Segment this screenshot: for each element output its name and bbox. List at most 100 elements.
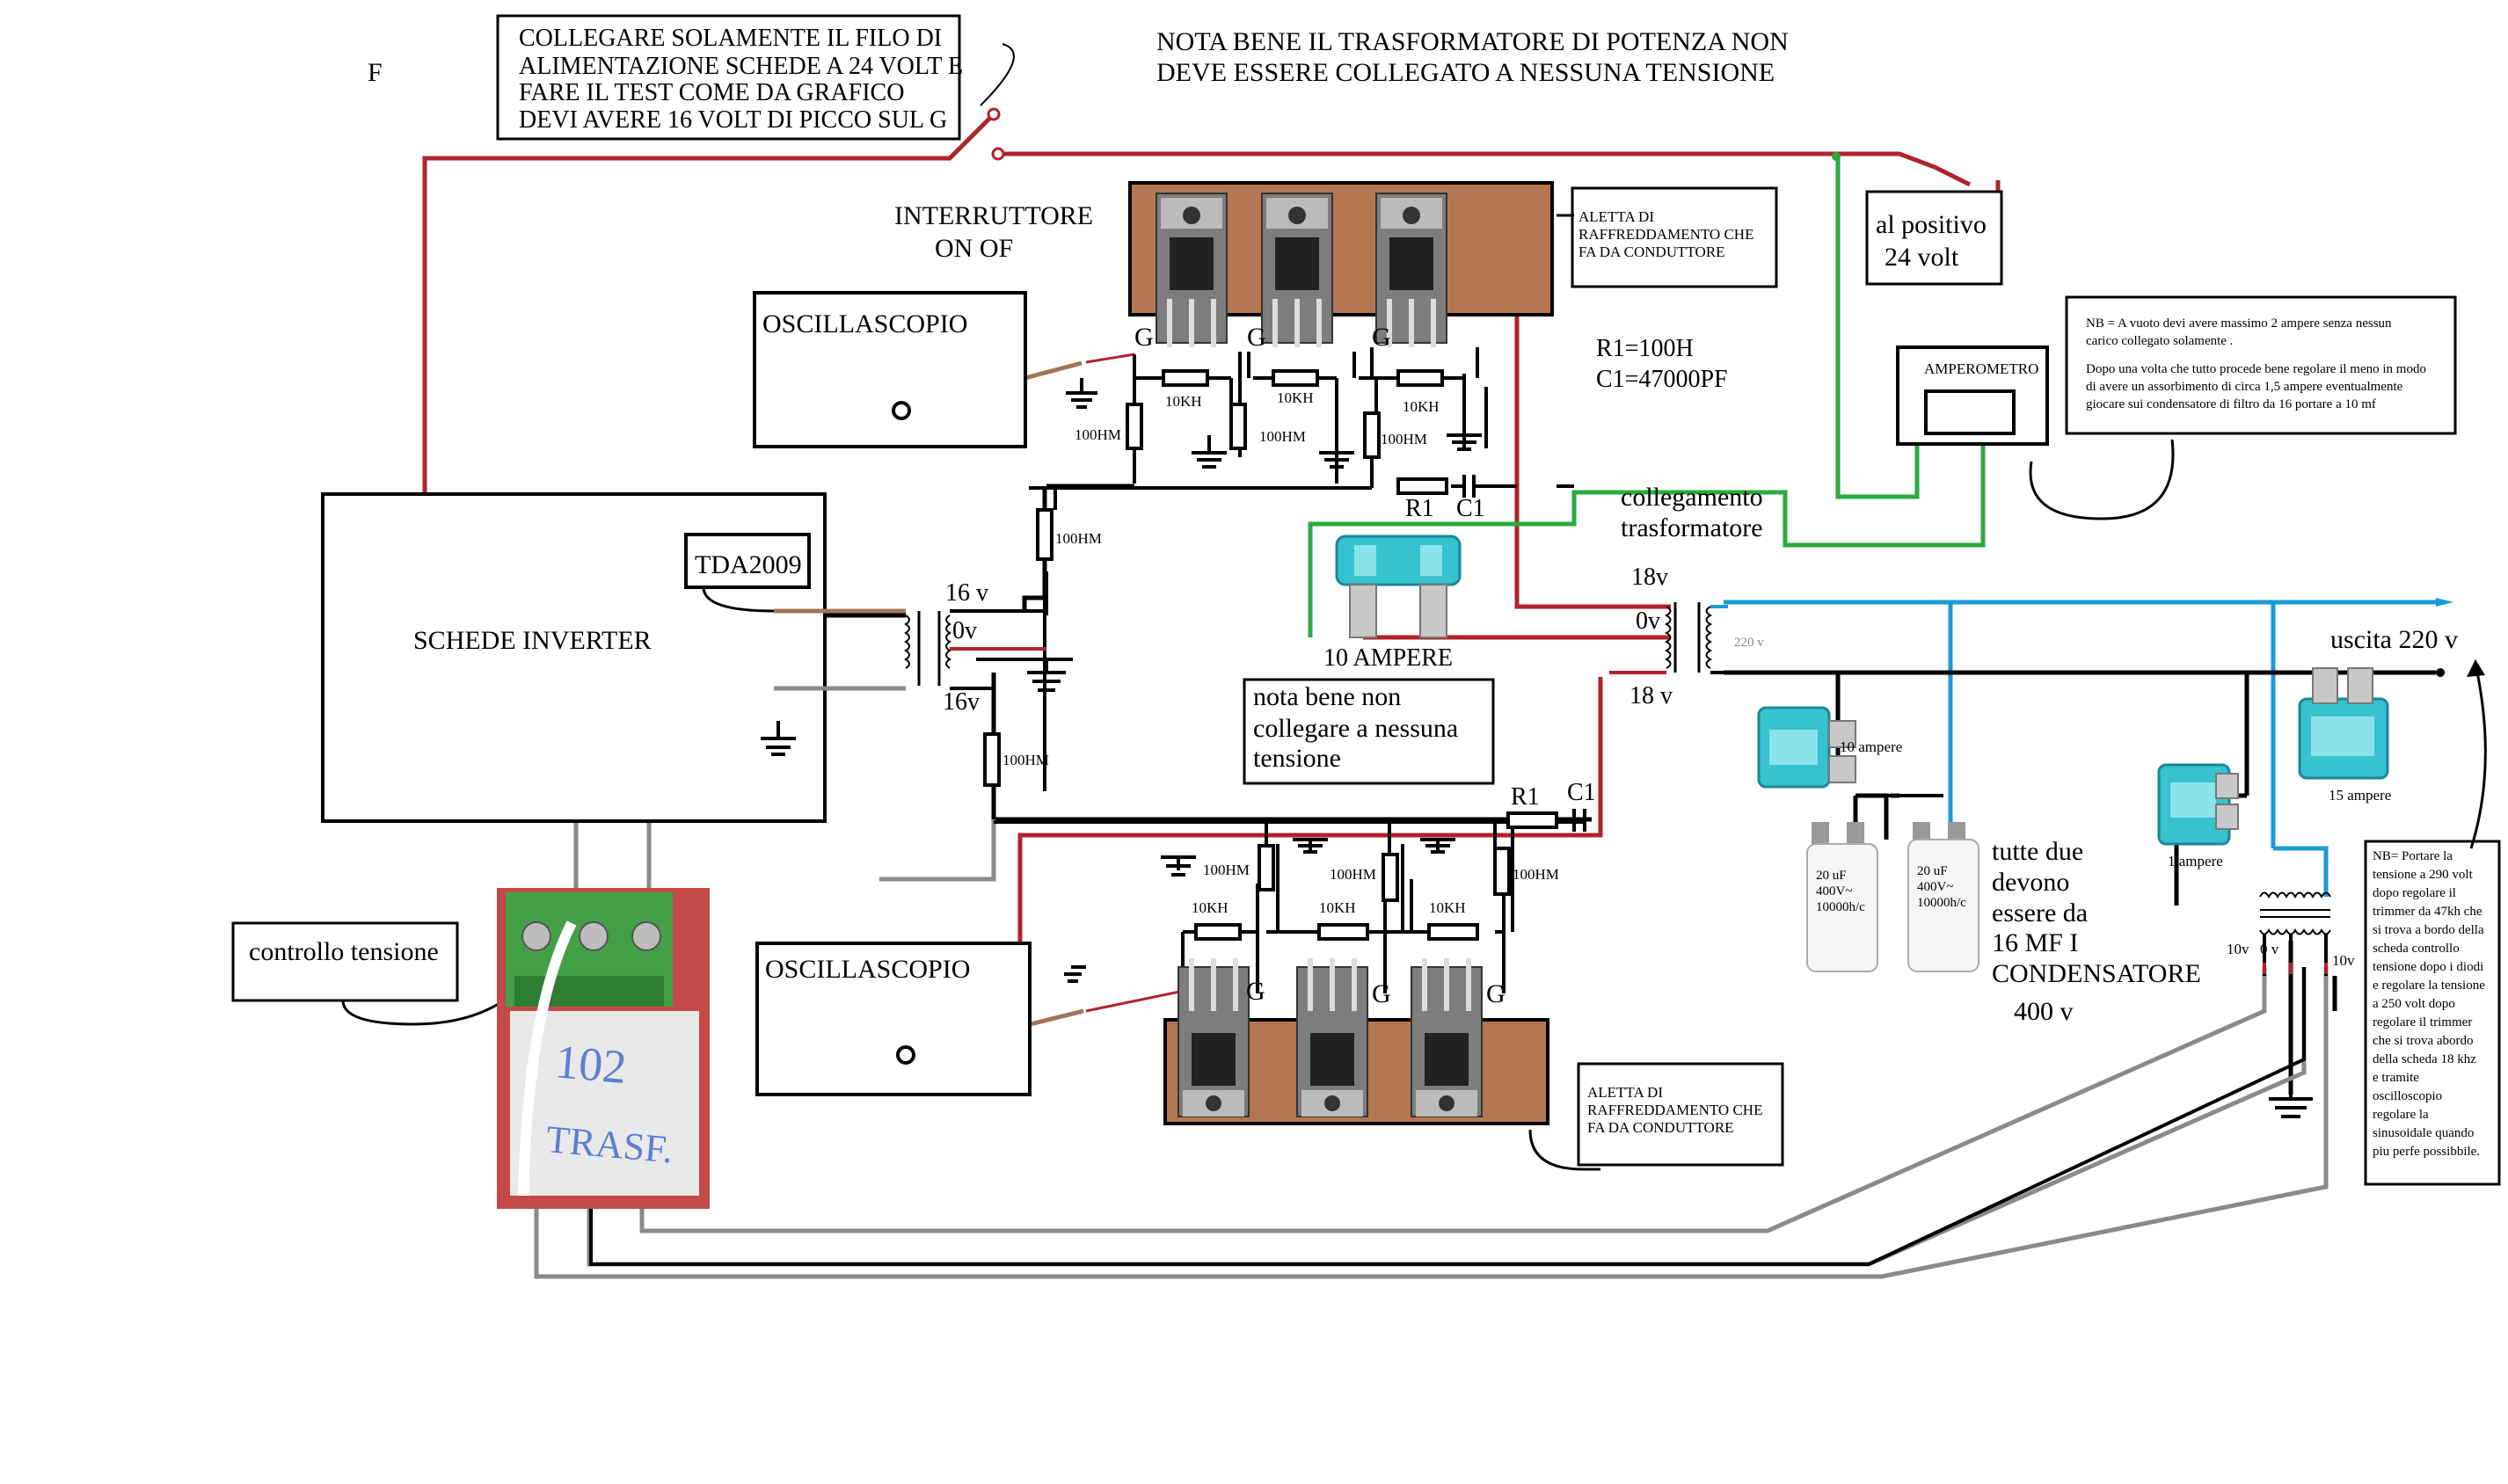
heatsink-note-bottom-1: ALETTA DI <box>1587 1084 1663 1101</box>
nb-note-pointer <box>2029 439 2175 520</box>
no-voltage-note-2: collegare a nessuna <box>1253 714 1458 743</box>
switch-label-2: ON OF <box>935 234 1013 263</box>
output-terminal-icon <box>2436 668 2445 677</box>
fuse-15a-output-icon <box>2298 667 2389 780</box>
output-label: uscita 220 v <box>2330 625 2458 654</box>
cap-1-print-2: 400V~ <box>1816 884 1852 898</box>
heatsink-note-top <box>1571 186 1778 288</box>
gate-bottom-2: G <box>1372 979 1391 1008</box>
fuse-1-label: 1 ampere <box>2168 853 2223 869</box>
nb-note-4: di avere un assorbimento di circa 1,5 am… <box>2086 380 2403 394</box>
res-100-bottom-1: 100HM <box>1203 862 1250 878</box>
nb-current-note <box>2065 295 2457 435</box>
adjust-note-2: tensione a 290 volt <box>2373 868 2474 882</box>
capacitor-400v-2: 20 uF 400V~ 10000h/c <box>1907 822 1979 972</box>
res-100-lower-mid: 100HM <box>1002 752 1049 768</box>
fuse-10a-output-icon <box>1757 706 1856 789</box>
power-transformer <box>1609 602 1728 674</box>
power-220-small: 220 v <box>1734 636 1764 650</box>
nb-note-1: NB = A vuoto devi avere massimo 2 ampere… <box>2086 316 2392 331</box>
switch-label-1: INTERRUTTORE <box>894 201 1093 230</box>
positive-label-1: al positivo <box>1876 210 1987 239</box>
on-off-switch <box>980 43 1015 161</box>
gate-top-3: G <box>1372 323 1391 352</box>
res-100-top-1: 100HM <box>1075 426 1121 443</box>
fuse-1a-icon <box>2157 763 2239 846</box>
note-top-line-1: NOTA BENE IL TRASFORMATORE DI POTENZA NO… <box>1156 27 1789 56</box>
resistor <box>1036 369 1448 561</box>
power-v0: 0v <box>1636 607 1660 635</box>
caps-note-2: devono <box>1992 868 2069 897</box>
gate-bottom-3: G <box>1486 979 1506 1008</box>
cap-1-print-3: 10000h/c <box>1816 900 1865 914</box>
res-100-mid: 100HM <box>1055 530 1102 547</box>
adjust-note <box>2364 840 2501 1186</box>
cap-2-print-1: 20 uF <box>1917 864 1948 878</box>
voltage-control-pointer <box>341 1000 502 1026</box>
heatsink-note-top-2: RAFFREDDAMENTO CHE <box>1578 226 1753 243</box>
adjust-note-10: regolare il trimmer <box>2373 1015 2472 1029</box>
res-100-bottom-2: 100HM <box>1330 866 1376 883</box>
adjust-note-7: tensione dopo i diodi <box>2373 960 2483 974</box>
adjust-note-11: che si trova abordo <box>2373 1034 2474 1048</box>
values-c1: C1=47000PF <box>1596 366 1728 393</box>
tda2009-label: TDA2009 <box>695 550 802 579</box>
caps-note-3: essere da <box>1992 898 2088 928</box>
r1-bottom: R1 <box>1511 783 1540 811</box>
resistor-lower <box>983 732 1558 941</box>
adjust-note-13: e tramite <box>2373 1071 2419 1085</box>
r1-top: R1 <box>1405 495 1434 522</box>
heatsink-note-bottom <box>1577 1062 1784 1167</box>
adjust-note-1: NB= Portare la <box>2373 849 2453 863</box>
capacitor-c1-top <box>1451 475 1513 498</box>
adjust-note-15: regolare la <box>2373 1108 2429 1122</box>
blue-output-wire <box>1724 600 2436 897</box>
no-voltage-note-1: nota bene non <box>1253 682 1401 711</box>
heatsink-note-bottom-3: FA DA CONDUTTORE <box>1587 1119 1734 1136</box>
res-10k-bottom-3: 10KH <box>1429 899 1466 916</box>
nb-note-3: Dopo una volta che tutto procede bene re… <box>2086 362 2426 376</box>
heatsink-bottom-pointer <box>1528 1129 1600 1171</box>
adjust-note-8: e regolare la tensione <box>2373 978 2485 993</box>
res-10k-bottom-1: 10KH <box>1192 899 1228 916</box>
oscilloscope-bottom-label: OSCILLASCOPIO <box>765 955 970 984</box>
driver-v16-bottom: 16v <box>943 688 980 716</box>
adjust-note-14: oscilloscopio <box>2373 1089 2442 1103</box>
ammeter-display <box>1924 389 2016 435</box>
switch-test-note-line-4: DEVI AVERE 16 VOLT DI PICCO SUL G <box>519 106 947 134</box>
adjust-note-6: scheda controllo <box>2373 942 2460 956</box>
nb-note-2: carico collegato solamente . <box>2086 334 2233 348</box>
heatsink-note-top-3: FA DA CONDUTTORE <box>1578 244 1725 260</box>
output-pointer <box>2469 663 2487 849</box>
transformer-conn-2: trasformatore <box>1621 513 1763 542</box>
transformer-conn-1: collegamento <box>1621 483 1763 512</box>
fuse-main-label: 10 AMPERE <box>1323 644 1453 672</box>
res-100-bottom-3: 100HM <box>1513 866 1559 883</box>
capacitor-400v-1: 20 uF 400V~ 10000h/c <box>1806 822 1878 972</box>
caps-note-4: 16 MF I <box>1992 928 2078 957</box>
switch-test-note-line-2: ALIMENTAZIONE SCHEDE A 24 VOLT E <box>519 53 963 80</box>
power-v18-bottom: 18 v <box>1629 682 1673 709</box>
mosfet-bottom-1 <box>1177 958 1250 1117</box>
gate-top-2: G <box>1247 323 1266 352</box>
chip-pointer <box>702 586 775 613</box>
mosfet-bottom-3 <box>1411 958 1483 1117</box>
res-10k-top-3: 10KH <box>1403 398 1440 415</box>
res-10k-top-2: 10KH <box>1277 389 1314 406</box>
switch-test-note-line-1: COLLEGARE SOLAMENTE IL FILO DI <box>519 25 942 52</box>
output-end-arrow-icon <box>2436 598 2453 607</box>
adjust-note-12: della scheda 18 khz <box>2373 1052 2476 1066</box>
green-wire <box>1308 154 1986 637</box>
adjust-note-17: piu perfe possibbile. <box>2373 1145 2480 1159</box>
photo-text-102: 102 <box>553 1035 629 1094</box>
capacitor-c1-bottom <box>1557 809 1586 832</box>
caps-note-6: 400 v <box>2014 997 2074 1026</box>
values-r1: R1=100H <box>1596 335 1694 362</box>
fuse-10-ampere-icon <box>1335 535 1462 638</box>
stray-letter: F <box>368 58 383 87</box>
driver-transformer <box>774 608 1046 691</box>
power-v18-top: 18v <box>1631 564 1668 591</box>
c1-top: C1 <box>1456 495 1485 522</box>
oscilloscope-bottom-probe <box>896 1045 915 1065</box>
